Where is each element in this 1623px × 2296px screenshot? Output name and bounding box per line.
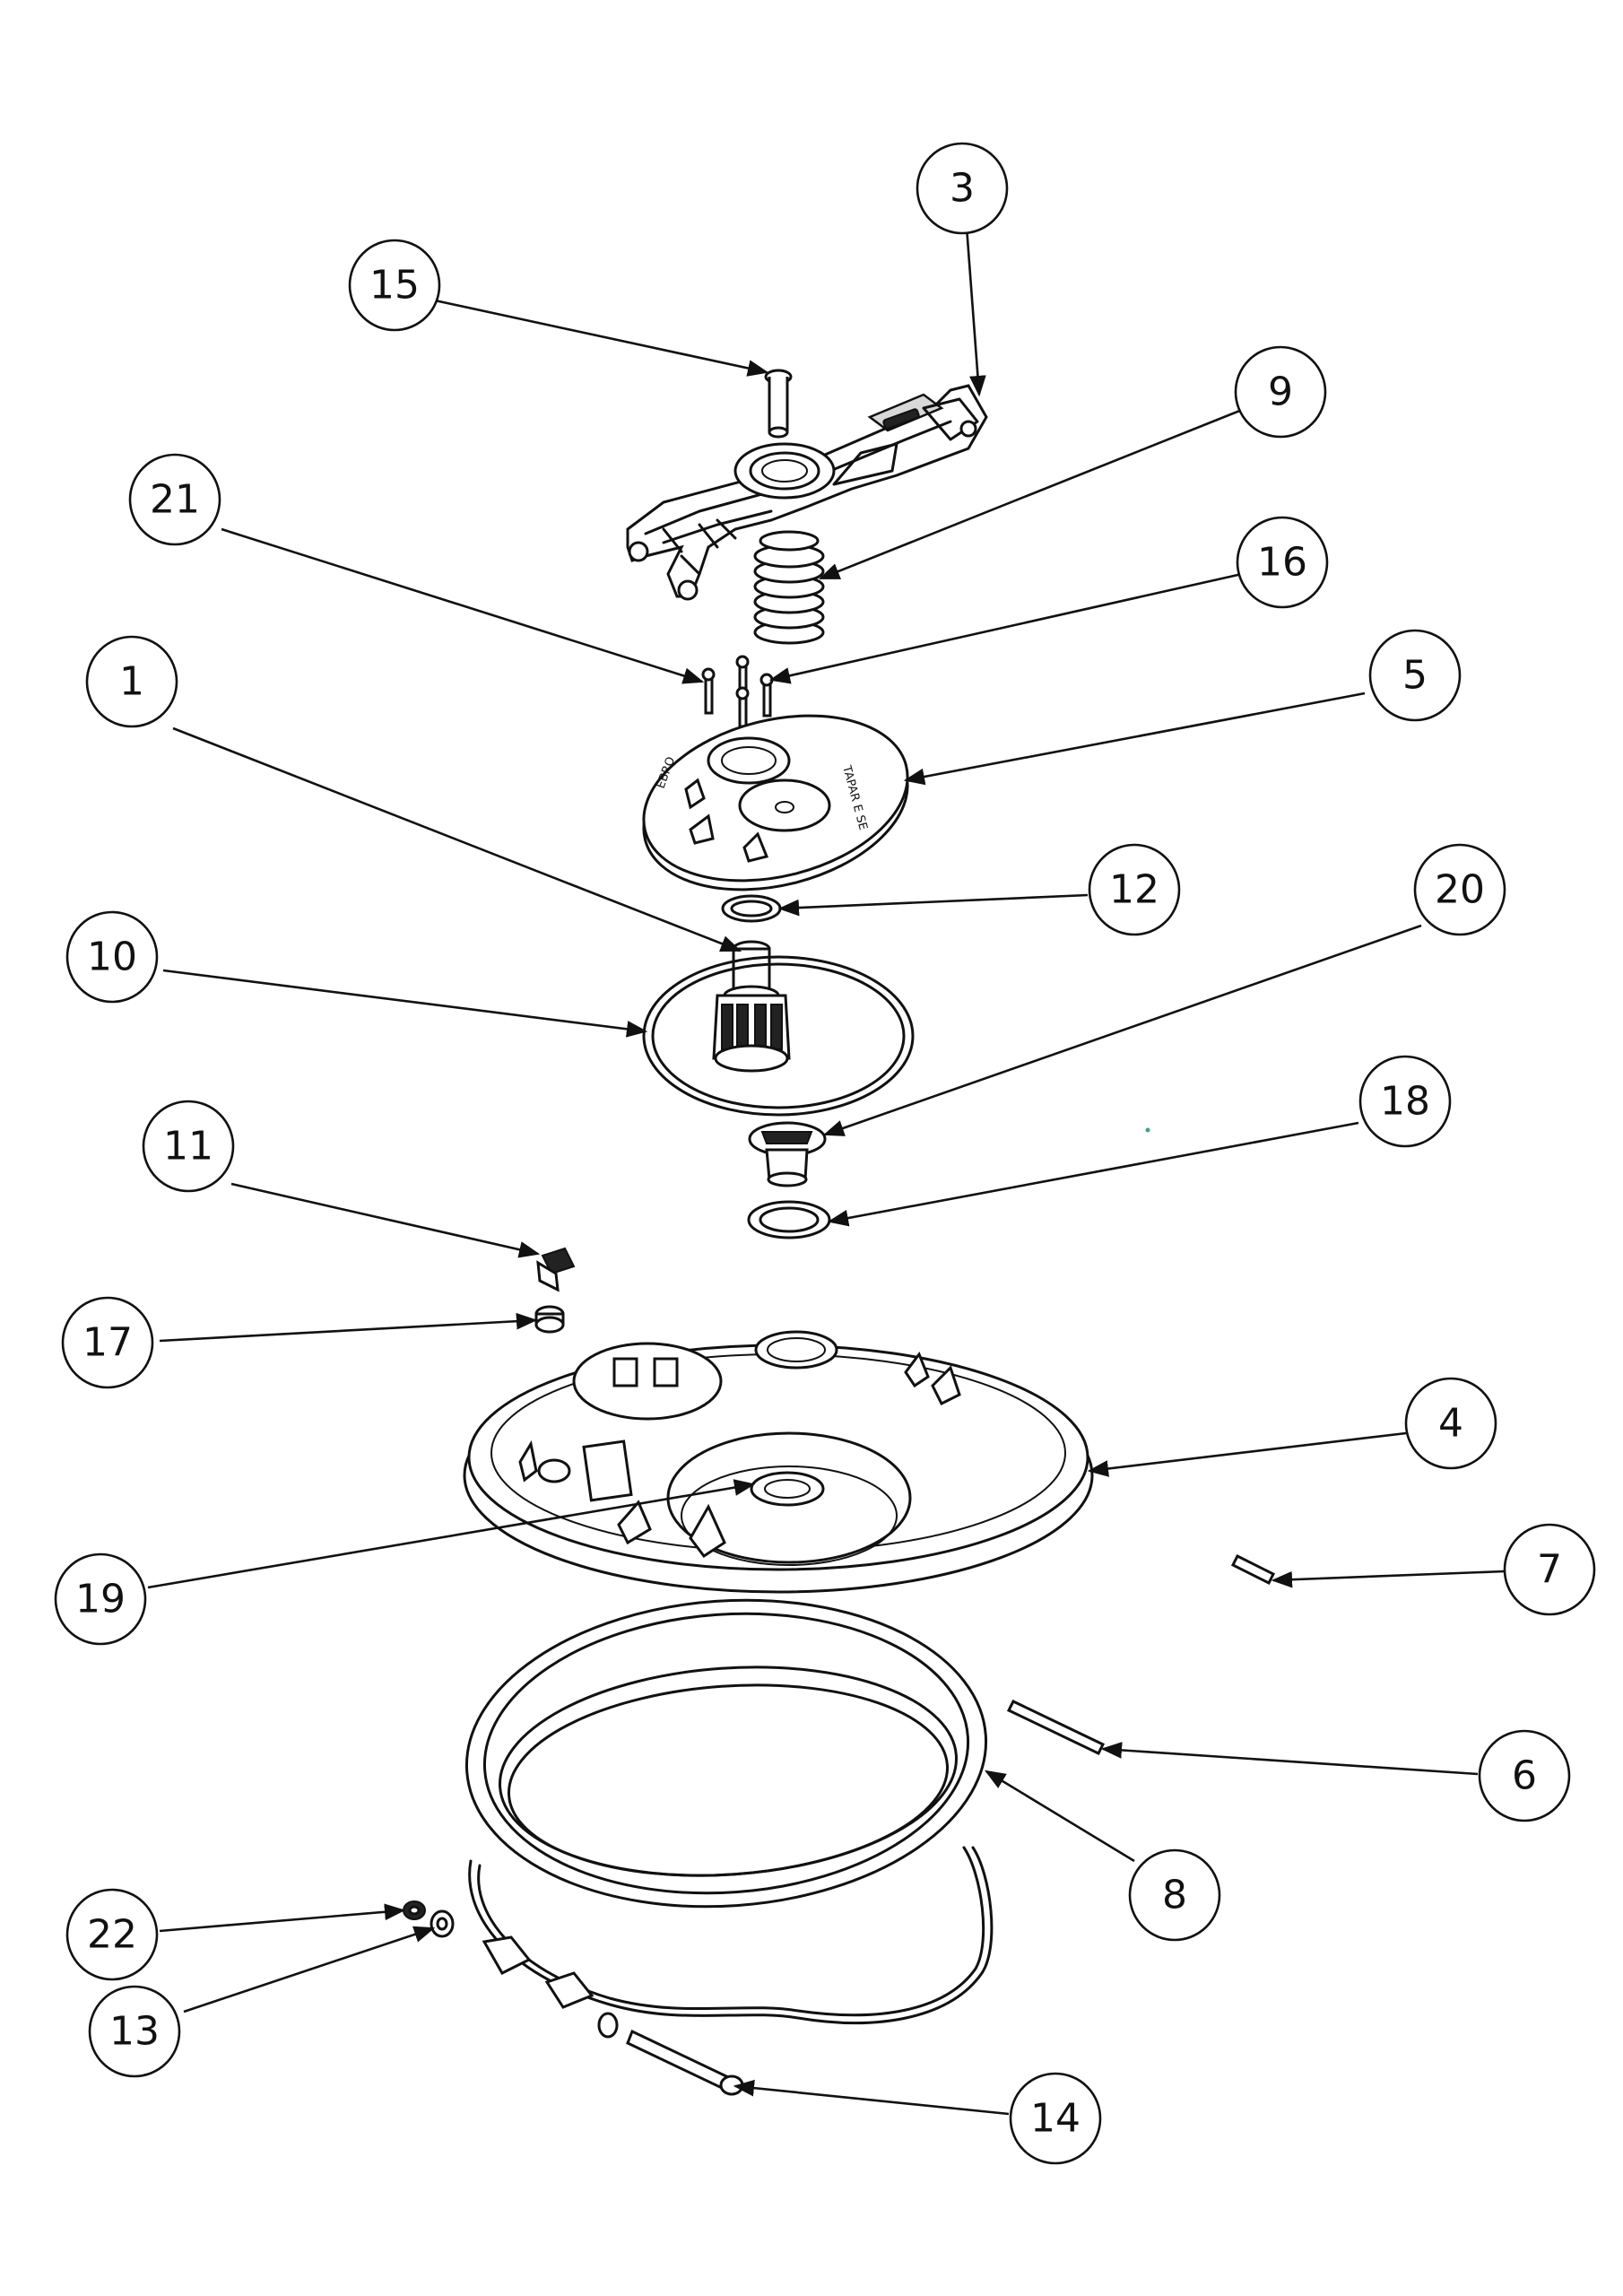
leader-5 [903,691,1366,786]
callout-9: 9 [1234,345,1327,439]
part-12-gasket [721,894,782,923]
callout-12: 12 [1088,843,1181,936]
leader-15 [434,299,769,377]
callout-18-label: 18 [1380,1079,1430,1125]
callout-8-label: 8 [1162,1873,1187,1918]
leader-22 [159,1903,406,1933]
leader-21 [221,527,705,684]
callout-21-label: 21 [150,477,200,523]
callout-16: 16 [1236,516,1329,609]
leader-16 [768,572,1243,684]
callout-11: 11 [142,1100,235,1193]
part-3-lever-arm [626,384,988,601]
leader-4 [1087,1431,1407,1477]
callout-5: 5 [1368,629,1462,722]
callout-1-label: 1 [119,659,144,705]
leader-10 [162,969,648,1038]
leader-19 [147,1479,756,1589]
leader-11 [230,1182,541,1258]
callout-5-label: 5 [1402,653,1428,699]
callout-4-label: 4 [1438,1401,1463,1447]
part-22-nut [403,1900,426,1920]
leader-8 [984,1770,1135,1863]
callout-1: 1 [85,635,178,728]
callout-19-label: 19 [75,1577,126,1622]
leader-lines [147,226,1506,2116]
part-1-valve-cartridge [712,940,791,1073]
part-20-knob [748,1121,827,1187]
part-16-screw [759,673,774,718]
callout-15: 15 [348,239,441,332]
part-17-bushing [534,1305,565,1334]
callout-4: 4 [1404,1377,1497,1470]
callout-14-label: 14 [1030,2096,1081,2142]
stray-dot [1145,1127,1150,1133]
callout-6: 6 [1478,1729,1571,1822]
callout-21: 21 [128,453,221,546]
callout-14: 14 [1009,2072,1102,2165]
part-21-screws [701,655,750,728]
leader-17 [159,1312,538,1343]
part-8-clamp-ring [464,1598,988,1909]
leader-13 [183,1926,436,2013]
callout-20: 20 [1413,843,1506,936]
callout-16-label: 16 [1257,540,1307,586]
leader-18 [827,1121,1359,1227]
band-strap [468,1846,994,2025]
callout-11-label: 11 [163,1124,213,1170]
callout-17: 17 [61,1296,154,1389]
callout-13: 13 [88,1985,181,2078]
leader-1 [172,726,742,952]
leader-14 [733,2079,1010,2116]
callout-22: 22 [65,1888,159,1981]
callout-9-label: 9 [1268,370,1293,415]
callout-10: 10 [65,910,159,1004]
callout-10-label: 10 [87,935,137,980]
leader-20 [822,924,1422,1136]
part-11-plug [536,1247,576,1292]
part-7-rod [1230,1553,1276,1586]
part-13-washer [430,1909,455,1938]
part-9-spring [753,530,825,645]
callout-6-label: 6 [1512,1753,1537,1799]
callout-13-label: 13 [109,2009,160,2055]
callout-20-label: 20 [1435,867,1485,913]
part-6-rod [1006,1700,1106,1755]
part-18-washer [747,1200,831,1239]
callout-18: 18 [1358,1055,1452,1148]
part-14-bolt [597,2012,744,2096]
leader-12 [777,893,1089,917]
callout-15-label: 15 [369,263,420,309]
callout-8: 8 [1128,1848,1221,1942]
leader-7 [1271,1570,1506,1588]
leader-3 [965,226,986,397]
callout-3-label: 3 [950,166,975,212]
callout-3: 3 [916,142,1009,235]
callout-12-label: 12 [1109,867,1159,913]
callout-7-label: 7 [1537,1547,1562,1593]
part-5-top-cover: TAPAR E SE EBRO [642,714,909,891]
callout-7: 7 [1503,1523,1596,1616]
callout-17-label: 17 [82,1320,133,1366]
part-4-main-lid [463,1330,1094,1594]
leader-6 [1100,1742,1479,1776]
part-15-pin [764,369,793,439]
leader-9 [818,408,1243,580]
callout-19: 19 [54,1552,147,1646]
callout-22-label: 22 [87,1912,137,1958]
